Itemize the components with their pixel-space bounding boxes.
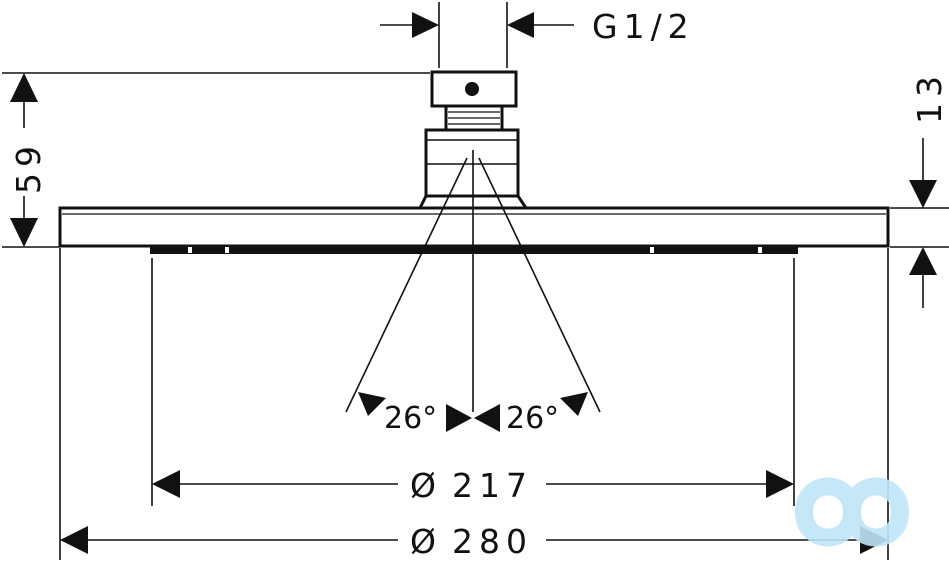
- height-total-label: 59: [9, 140, 48, 194]
- diameter-spray-label: 217: [452, 466, 533, 505]
- height-plate-label: 13: [910, 70, 949, 124]
- nozzle-gaps: [188, 247, 762, 253]
- angle-label-left: 26°: [384, 401, 437, 436]
- connector-hole: [465, 82, 479, 96]
- total-dia-arrow-left: [60, 526, 88, 554]
- angle-label-right: 26°: [506, 401, 559, 436]
- plate-arrow-top: [909, 180, 937, 208]
- spray-dia-arrow-left: [152, 470, 180, 498]
- spray-line-left: [345, 157, 468, 413]
- connector-fitting: [417, 70, 529, 210]
- nozzle-strip: [150, 246, 798, 254]
- angle-arrow-left-inner: [446, 404, 472, 432]
- spray-line-right: [478, 157, 601, 413]
- angle-arrow-right-inner: [474, 404, 500, 432]
- thread-label: G1/2: [592, 7, 695, 46]
- angle-arrow-left-outer: [358, 392, 386, 416]
- diameter-symbol-spray: Ø: [410, 466, 442, 505]
- plate-arrow-bottom: [909, 247, 937, 275]
- angle-arrow-right-outer: [560, 392, 588, 416]
- diameter-total-label: 280: [452, 522, 533, 561]
- thread-arrow-left: [412, 12, 439, 38]
- diameter-symbol-total: Ø: [410, 522, 442, 561]
- height-arrow-bottom: [10, 218, 38, 247]
- height-arrow-top: [10, 73, 38, 102]
- infinity-logo-icon: [794, 477, 910, 547]
- spray-dia-arrow-right: [766, 470, 794, 498]
- thread-arrow-right: [507, 12, 534, 38]
